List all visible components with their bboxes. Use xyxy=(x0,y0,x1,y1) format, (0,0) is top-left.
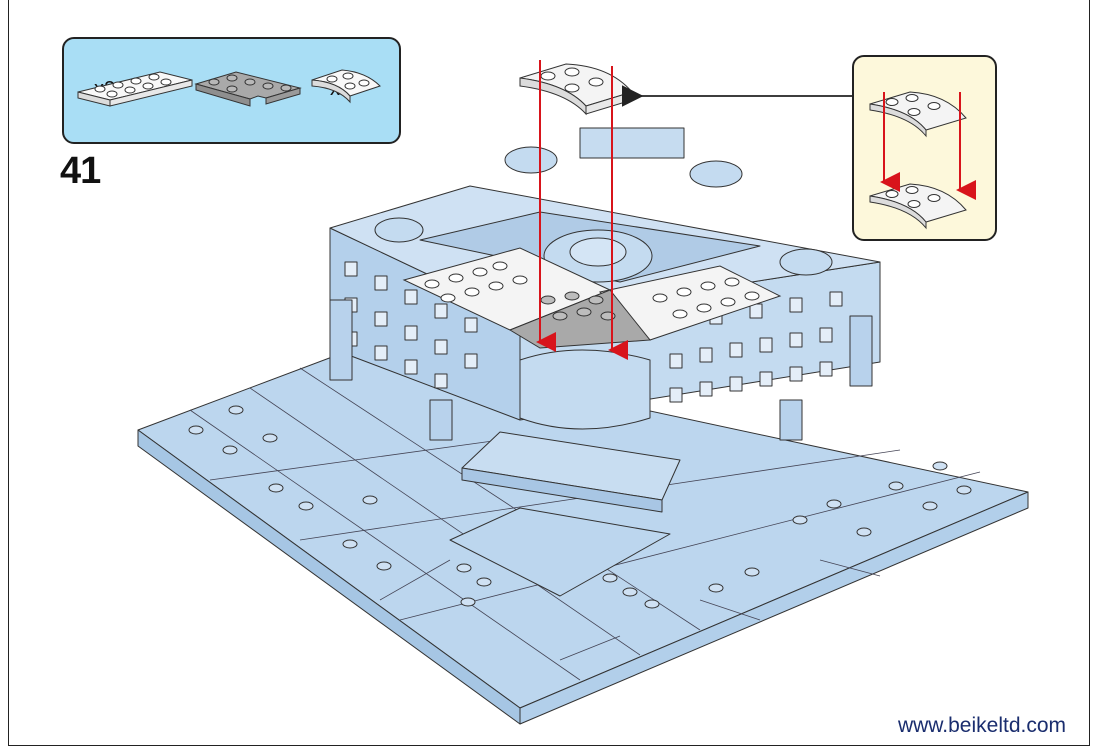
subassembly-callout xyxy=(852,55,997,241)
part-white-round-corner-plate xyxy=(311,69,381,104)
model-white-plates xyxy=(402,247,782,349)
floating-round-plate xyxy=(519,63,633,116)
placement-arrows xyxy=(536,60,628,360)
part-gray-corner-plate xyxy=(194,71,302,107)
footer-website: www.beikeltd.com xyxy=(897,714,1066,737)
part-white-plate xyxy=(77,71,193,107)
page-frame xyxy=(8,0,1090,746)
subassembly-bottom-plate xyxy=(869,183,967,230)
subassembly-arrows xyxy=(880,92,976,200)
step-number: 41 xyxy=(60,150,101,192)
